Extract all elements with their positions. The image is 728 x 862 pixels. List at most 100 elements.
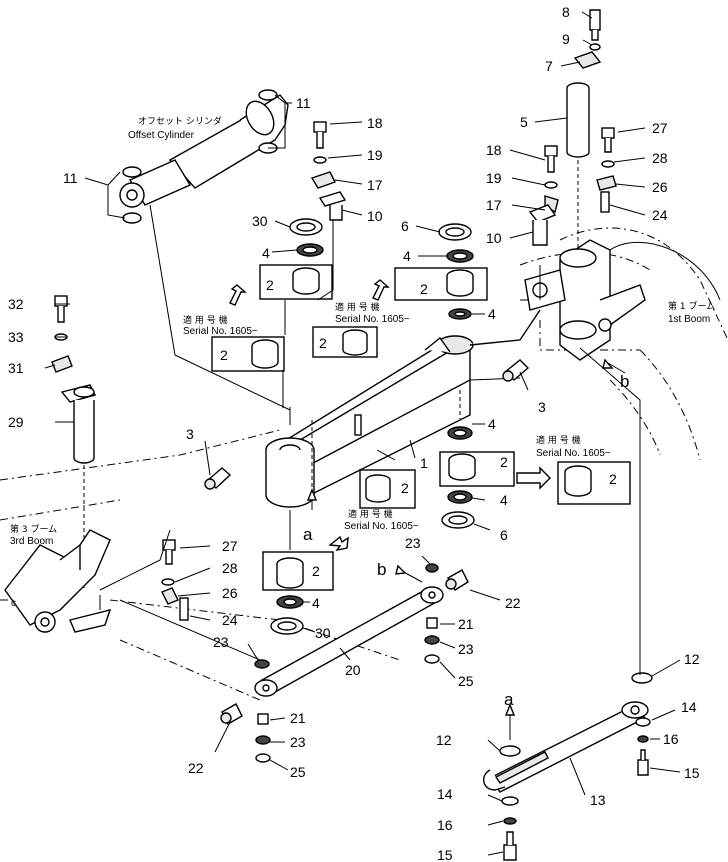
bolt-18-right [544,145,559,214]
callout-16-right: 16 [663,731,679,747]
callout-22-right: 22 [505,595,521,611]
bushing-21-left [257,713,269,725]
callout-17-right: 17 [486,197,502,213]
grease-fitting-3-left [204,467,232,490]
seal-4-top-left [296,243,324,257]
bolt-27-left [161,539,189,621]
link-rod-20 [254,586,444,697]
bushing-21-right [426,617,438,629]
callout-19-right: 19 [486,170,502,186]
pin-29 [60,384,97,590]
boom-bracket [524,239,721,361]
serial-label-left: Serial No. 1605~ [183,326,258,337]
washer-6-bottom [441,511,475,529]
bolt-15-bottom [503,831,517,861]
callout-19-left: 19 [367,147,383,163]
bolt-18-left [310,121,336,189]
callout-26-left: 26 [222,585,238,601]
bushing-2-box-serial-mid [312,326,378,358]
callout-17-left: 17 [367,177,383,193]
callout-26-right: 26 [652,179,668,195]
callout-2-top-right: 2 [420,281,428,297]
callout-27-right: 27 [652,120,668,136]
grease-fitting-3-right [502,359,530,382]
callout-29: 29 [8,414,24,430]
grease-fitting-22-right [445,569,469,591]
bolt-32 [54,295,68,323]
washer-14-bottom [501,796,519,806]
washer-16-bottom [503,817,517,825]
callout-1: 1 [420,455,428,471]
callout-23-right: 23 [458,641,474,657]
callout-27-left: 27 [222,538,238,554]
offset-cylinder [119,89,291,411]
bolt-27-right [596,127,617,213]
callout-4-upper: 4 [488,306,496,322]
bolt-15-right [637,749,649,776]
callout-12-left: 12 [436,732,452,748]
seal-4-top-right [446,249,474,263]
view-a-label-center: a [303,525,313,544]
bushing-2-box-serial-center [359,469,416,509]
applicable-jp-label-right: 適 用 号 機 [536,434,581,446]
view-b-label-right: b [620,372,629,391]
plate-31 [51,355,73,373]
callout-11-left: 11 [63,170,78,186]
bushing-2-box-lower-right [439,451,515,487]
washer-23-right [424,635,440,645]
applicable-jp-label-mid: 適 用 号 機 [335,301,380,313]
pin-10-left [318,191,347,221]
bushing-2-box-bottom [262,551,334,591]
callout-24-left: 24 [222,612,238,628]
washer-16-right [637,735,649,743]
callout-15-right: 15 [684,765,700,781]
callout-7: 7 [545,58,553,74]
callout-5: 5 [520,114,528,130]
applicable-jp-label-left: 適 用 号 機 [183,314,228,326]
first-boom-outline [519,227,728,461]
callout-30-top: 30 [252,213,268,229]
bushing-2-box-top-right [394,267,488,301]
callout-23-top: 23 [405,535,421,551]
third-boom-outline [0,429,401,701]
callout-20: 20 [345,662,361,678]
boom3-en-label: 3rd Boom [10,536,53,547]
grease-fitting-22-left [220,703,243,725]
callout-3-right: 3 [538,399,546,415]
callout-25-left: 25 [290,764,306,780]
callout-2-serial-left: 2 [220,347,228,363]
washer-23-lower-left [255,735,271,745]
washer-6-top [438,223,472,241]
boom3-jp-label: 第 3 ブーム [10,523,57,535]
callout-2-top-left: 2 [266,277,274,293]
lever-13 [483,701,649,793]
view-a-label-bottom: a [504,690,514,709]
callout-10-right: 10 [486,230,502,246]
callout-30-bottom: 30 [315,625,331,641]
callout-32: 32 [8,296,24,312]
callout-10-left: 10 [367,208,383,224]
pin-5-assembly [566,9,602,250]
callout-2-lower-right: 2 [500,454,508,470]
callout-14-right: 14 [681,699,697,715]
boom1-jp-label: 第 1 ブーム [668,300,715,312]
main-arm-part-1 [265,309,541,508]
seal-4-upper-arm [448,308,472,320]
callout-4-bottom-right: 4 [500,492,508,508]
callout-12-top: 12 [684,651,700,667]
offset-cylinder-en-label: Offset Cylinder [128,130,195,141]
callout-21-right: 21 [458,616,474,632]
callout-25-right: 25 [458,673,474,689]
washer-30-top [289,218,323,236]
callout-22-left: 22 [188,760,204,776]
offset-cylinder-jp-label: オフセット シリンダ [138,115,222,127]
callout-3-left: 3 [186,426,194,442]
callout-6-bottom: 6 [500,527,508,543]
washer-14-right [635,717,651,727]
washer-25-left [255,753,271,763]
callout-4-lower-right: 4 [488,416,496,432]
callout-33: 33 [8,329,24,345]
callout-16-bottom: 16 [437,817,453,833]
